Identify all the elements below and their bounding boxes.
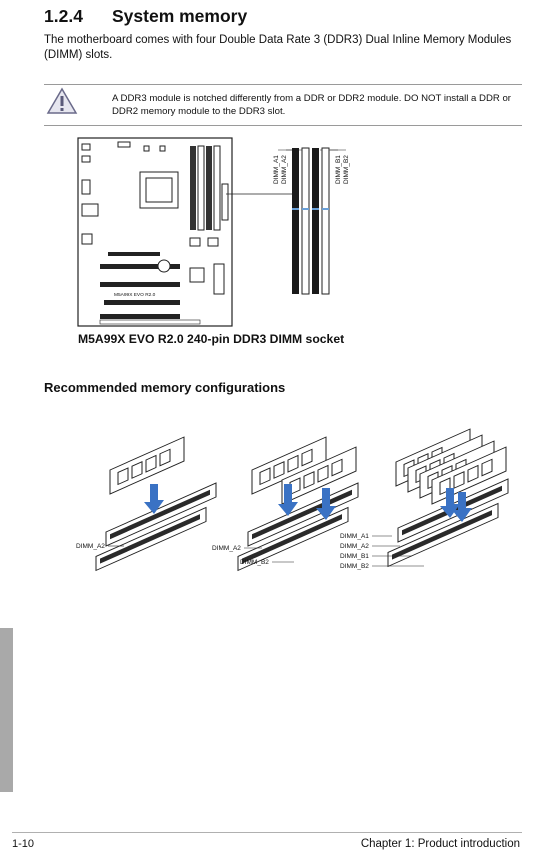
config-two-label-a2: DIMM_A2: [212, 545, 241, 552]
config-two-dimm: DIMM_A2 DIMM_B2: [212, 436, 359, 572]
note-bottom-rule: [44, 125, 522, 126]
note-text: A DDR3 module is notched differently fro…: [112, 93, 511, 117]
diagram-caption: M5A99X EVO R2.0 240-pin DDR3 DIMM socket: [78, 332, 345, 346]
chapter-title: Chapter 1: Product introduction: [360, 838, 520, 850]
section-heading: 1.2.4 System memory: [44, 6, 247, 27]
section-number: 1.2.4: [44, 6, 83, 26]
section-title: System memory: [112, 6, 248, 26]
motherboard-diagram: M5A99X EVO R2.0: [77, 137, 233, 327]
warning-triangle-icon: [46, 87, 78, 114]
config-four-label-a1: DIMM_A1: [340, 533, 369, 540]
page-number: 1-10: [12, 838, 35, 850]
dimm-label-a1: DIMM_A1: [273, 155, 280, 184]
note-top-rule: [44, 84, 522, 85]
config-four-label-b1: DIMM_B1: [340, 553, 369, 560]
intro-paragraph: The motherboard comes with four Double D…: [44, 34, 512, 61]
dimm-slot-detail: DIMM_A1 DIMM_A2 DIMM_B1 DIMM_B2: [273, 147, 350, 295]
footer-rule: [12, 832, 522, 833]
config-one-label-a2: DIMM_A2: [76, 543, 105, 550]
config-four-label-a2: DIMM_A2: [340, 543, 369, 550]
dimm-label-b1: DIMM_B1: [335, 155, 342, 184]
dimm-slots: [292, 147, 330, 295]
board-silkscreen: M5A99X EVO R2.0: [114, 292, 156, 298]
chapter-side-tab: [0, 628, 13, 792]
connector-line: [226, 193, 292, 195]
subsection-title: Recommended memory configurations: [44, 380, 286, 395]
dimm-label-b2: DIMM_B2: [343, 155, 350, 184]
config-one-dimm: DIMM_A2: [76, 436, 217, 572]
config-four-label-b2: DIMM_B2: [340, 563, 369, 570]
dimm-label-a2: DIMM_A2: [281, 155, 288, 184]
config-two-label-b2: DIMM_B2: [240, 559, 269, 566]
config-four-dimm: DIMM_A1 DIMM_A2 DIMM_B1 DIMM_B2: [340, 428, 509, 570]
